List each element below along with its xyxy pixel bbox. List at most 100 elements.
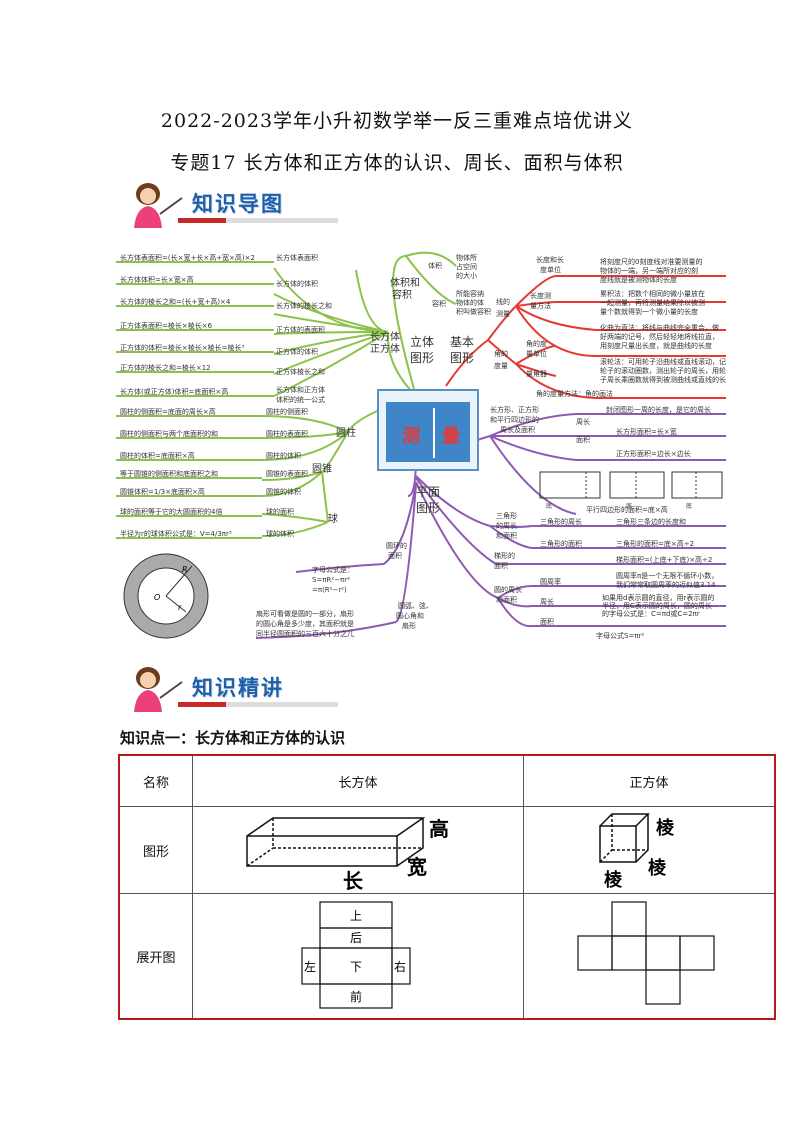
svg-text:球的面积: 球的面积 <box>266 507 294 516</box>
cuboid-height-label: 高 <box>429 817 449 841</box>
svg-text:圆柱的体积: 圆柱的体积 <box>266 451 301 460</box>
svg-text:=π(R²−r²): =π(R²−r²) <box>312 586 347 594</box>
svg-text:周长: 周长 <box>576 417 590 426</box>
teacher-icon <box>134 667 183 712</box>
measure-sign-icon: 测 量 <box>377 389 479 471</box>
svg-text:正方体的体积: 正方体的体积 <box>276 347 318 356</box>
svg-text:球的体积: 球的体积 <box>266 529 294 538</box>
svg-text:占空间: 占空间 <box>456 262 477 271</box>
svg-text:半径，用C表示圆的周长，圆的周长: 半径，用C表示圆的周长，圆的周长 <box>602 601 712 610</box>
svg-text:圆锥: 圆锥 <box>312 463 332 475</box>
knowledge-point-heading: 知识点一：长方体和正方体的认识 <box>120 729 346 747</box>
svg-text:量个数就得到一个微小量的长度: 量个数就得到一个微小量的长度 <box>600 307 698 316</box>
page-title: 2022-2023学年小升初数学举一反三重难点培优讲义 <box>160 110 634 132</box>
teacher-icon <box>134 183 183 228</box>
svg-text:面积: 面积 <box>540 617 554 626</box>
svg-text:等于圆锥的侧面积和底面积之和: 等于圆锥的侧面积和底面积之和 <box>120 469 218 478</box>
svg-text:正方体棱长之和: 正方体棱长之和 <box>276 367 325 376</box>
svg-text:R: R <box>182 565 188 574</box>
net-front-label: 前 <box>350 989 362 1004</box>
svg-text:面积: 面积 <box>388 551 402 560</box>
svg-text:图形: 图形 <box>416 501 440 515</box>
svg-text:底: 底 <box>626 502 632 510</box>
cuboid-drawing: 高 宽 长 <box>246 817 449 890</box>
svg-text:长方体体积=长×宽×高: 长方体体积=长×宽×高 <box>120 275 194 284</box>
svg-text:长方体表面积=(长×宽+长×高+宽×高)×2: 长方体表面积=(长×宽+长×高+宽×高)×2 <box>120 253 255 262</box>
svg-text:和面积: 和面积 <box>496 531 517 540</box>
svg-text:长方体和正方体: 长方体和正方体 <box>276 385 325 394</box>
svg-text:量角器: 量角器 <box>526 369 547 378</box>
svg-text:长方体的体积: 长方体的体积 <box>276 279 318 288</box>
header-name: 名称 <box>118 754 193 807</box>
net-top-label: 上 <box>350 909 362 923</box>
banner-knowledge-map: 知识导图 <box>120 180 338 228</box>
svg-text:化曲为直法：将线与曲线完全重合，做: 化曲为直法：将线与曲线完全重合，做 <box>600 323 719 332</box>
svg-text:长方体的棱长之和: 长方体的棱长之和 <box>276 301 332 310</box>
svg-text:用刻度尺量出长度，就是曲线的长度: 用刻度尺量出长度，就是曲线的长度 <box>600 341 712 350</box>
svg-text:圆锥体积=1/3×底面积×高: 圆锥体积=1/3×底面积×高 <box>120 487 205 496</box>
svg-text:的字母公式是：C=πd或C=2πr: 的字母公式是：C=πd或C=2πr <box>602 609 700 618</box>
svg-text:角的度: 角的度 <box>526 339 547 348</box>
svg-text:量方法: 量方法 <box>530 301 551 310</box>
svg-text:底: 底 <box>686 502 692 510</box>
svg-text:角的: 角的 <box>494 349 508 358</box>
svg-text:正方体: 正方体 <box>370 342 400 355</box>
svg-text:测量: 测量 <box>496 310 510 318</box>
mini-shape-diagrams <box>539 471 723 499</box>
knowledge-mindmap: 测 量 立体 图形 基本 图形 平面 图形 长方体 正方体 体积和 容积 圆柱 … <box>116 251 726 640</box>
svg-text:的大小: 的大小 <box>456 271 477 280</box>
svg-text:周长: 周长 <box>540 597 554 606</box>
svg-text:三角形三条边的长度和: 三角形三条边的长度和 <box>616 517 686 526</box>
cube-drawing: 棱 棱 棱 <box>599 813 675 890</box>
svg-text:度单位: 度单位 <box>540 265 561 274</box>
svg-text:我们常常取圆周率的近似值3.14: 我们常常取圆周率的近似值3.14 <box>616 580 716 589</box>
svg-text:扇形: 扇形 <box>402 621 416 630</box>
cube-edge-label-3: 棱 <box>604 869 623 890</box>
cuboid-net-drawing: 上 后 左 下 右 前 <box>301 901 411 1009</box>
svg-text:梯形的: 梯形的 <box>494 551 515 560</box>
svg-text:S=πR²−πr²: S=πR²−πr² <box>312 576 350 584</box>
svg-text:扇形可看做是圆的一部分，扇形: 扇形可看做是圆的一部分，扇形 <box>256 609 354 618</box>
svg-text:所能容纳: 所能容纳 <box>456 289 484 298</box>
svg-text:圆心角和: 圆心角和 <box>396 611 424 620</box>
net-bottom-label: 下 <box>350 960 362 974</box>
cuboid-length-label: 长 <box>343 869 364 890</box>
svg-text:平面: 平面 <box>416 485 440 499</box>
ring-diagram: R O r <box>123 553 209 639</box>
svg-text:圆的周长: 圆的周长 <box>494 585 522 594</box>
svg-text:半径为r的球体积公式是：V=4/3πr³: 半径为r的球体积公式是：V=4/3πr³ <box>120 529 232 538</box>
row-label-net: 展开图 <box>118 893 193 1020</box>
svg-text:正方体的棱长之和=棱长×12: 正方体的棱长之和=棱长×12 <box>120 363 211 372</box>
svg-text:长方体: 长方体 <box>370 330 400 343</box>
svg-text:O: O <box>154 593 160 602</box>
svg-text:线的: 线的 <box>496 297 510 306</box>
svg-text:长方形、正方形: 长方形、正方形 <box>490 405 539 414</box>
svg-text:正方体表面积=棱长×棱长×6: 正方体表面积=棱长×棱长×6 <box>120 321 213 330</box>
banner-underline <box>178 218 338 223</box>
svg-text:如果用d表示圆的直径，用r表示圆的: 如果用d表示圆的直径，用r表示圆的 <box>602 593 714 602</box>
svg-text:物体所: 物体所 <box>456 253 477 262</box>
svg-text:字母公式是：: 字母公式是： <box>312 565 354 574</box>
table-header-row: 名称 长方体 正方体 <box>118 754 776 807</box>
svg-text:面积: 面积 <box>494 561 508 570</box>
svg-text:三角形的面积: 三角形的面积 <box>540 539 582 548</box>
svg-text:圆锥的体积: 圆锥的体积 <box>266 487 301 496</box>
cube-net-drawing <box>577 901 715 1005</box>
svg-text:字母公式S=πr²: 字母公式S=πr² <box>596 631 644 640</box>
header-cuboid: 长方体 <box>192 754 524 807</box>
svg-text:物体的体: 物体的体 <box>456 298 484 307</box>
banner-knowledge-lecture: 知识精讲 <box>120 664 338 712</box>
svg-text:物体的一端，另一端所对应的刻: 物体的一端，另一端所对应的刻 <box>600 266 698 275</box>
svg-text:球: 球 <box>328 512 338 525</box>
svg-text:圆柱的表面积: 圆柱的表面积 <box>266 429 308 438</box>
net-left-label: 左 <box>304 959 316 974</box>
svg-text:的周长: 的周长 <box>496 521 517 530</box>
svg-text:同半径圆面积的三百六十分之几: 同半径圆面积的三百六十分之几 <box>256 629 354 638</box>
banner-underline <box>178 702 338 707</box>
svg-text:将刻度尺的0刻度线对准要测量的: 将刻度尺的0刻度线对准要测量的 <box>600 257 702 266</box>
svg-text:长度测: 长度测 <box>530 291 551 300</box>
svg-text:子周长乘圈数就得到被测曲线或直线的长度: 子周长乘圈数就得到被测曲线或直线的长度 <box>600 375 726 384</box>
svg-text:体积的统一公式: 体积的统一公式 <box>276 395 325 404</box>
svg-text:圆柱: 圆柱 <box>336 426 356 439</box>
svg-text:梯形面积=(上底+下底)×高÷2: 梯形面积=(上底+下底)×高÷2 <box>616 555 712 564</box>
